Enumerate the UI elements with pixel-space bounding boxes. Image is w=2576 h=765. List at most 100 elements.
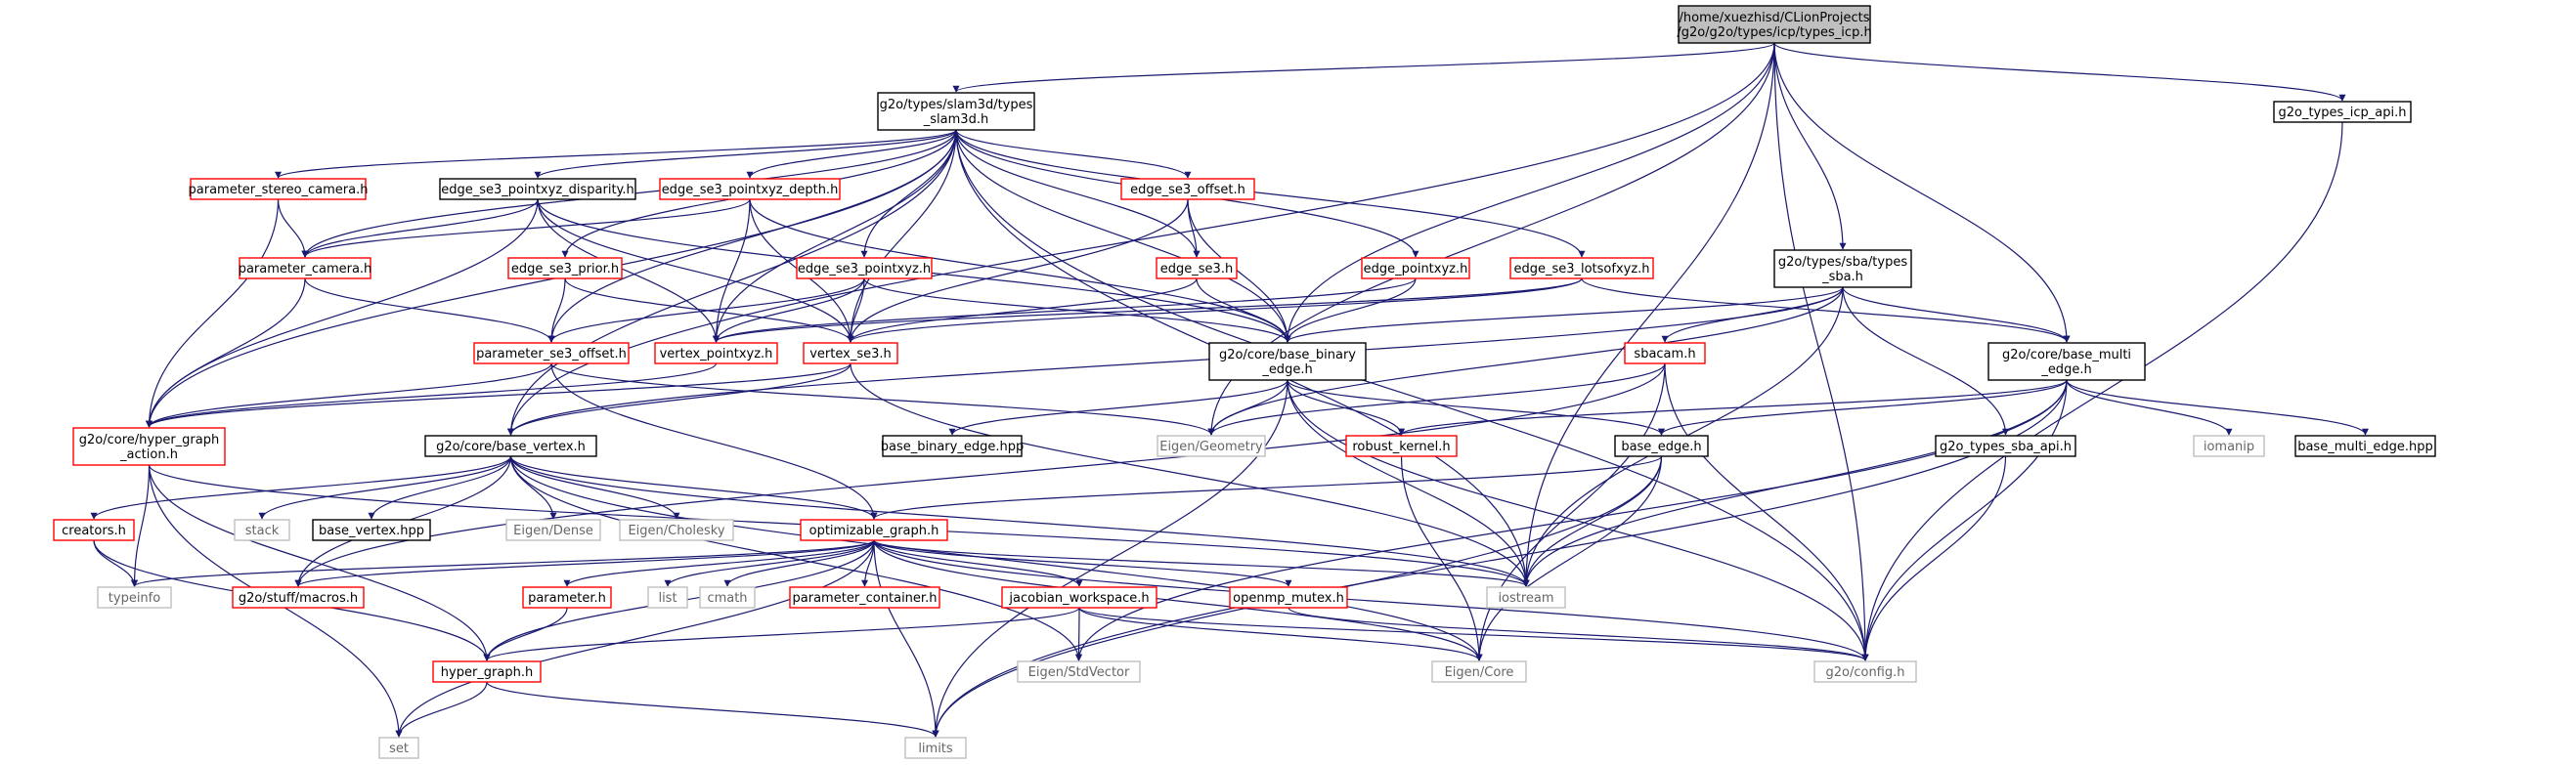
node-openmp[interactable]: openmp_mutex.h (1229, 586, 1348, 609)
node-base-multi-hpp[interactable]: base_multi_edge.hpp (2294, 435, 2436, 457)
node-jacobian[interactable]: jacobian_workspace.h (1001, 586, 1157, 609)
edge-sba_api-to-config (1861, 455, 2007, 661)
edge-slam3d-to-base_vertex (507, 129, 957, 436)
edge-edge_depth-to-param_camera (301, 198, 751, 258)
node-vertex-se3[interactable]: vertex_se3.h (803, 342, 898, 364)
node-label: base_binary_edge.hpp (881, 440, 1024, 454)
node-edge-lotsof[interactable]: edge_se3_lotsofxyz.h (1509, 257, 1654, 279)
node-param-offset[interactable]: parameter_se3_offset.h (473, 342, 630, 364)
node-vertex-pointxyz[interactable]: vertex_pointxyz.h (654, 342, 778, 364)
edge-edge_lotsof-to-vertex_pointxyz (713, 277, 1583, 343)
edge-param_stereo-to-hyper_action (146, 198, 280, 428)
node-hyper-graph[interactable]: hyper_graph.h (432, 660, 542, 683)
node-icp-api[interactable]: g2o_types_icp_api.h (2273, 101, 2412, 123)
node-box (507, 257, 623, 279)
node-base-binary-hpp[interactable]: base_binary_edge.hpp (881, 435, 1024, 457)
edge-parameter-to-hyper_graph (483, 607, 568, 661)
node-list[interactable]: list (647, 586, 688, 609)
node-cmath[interactable]: cmath (699, 586, 756, 609)
node-root[interactable]: /home/xuezhisd/CLionProjects/g2o/g2o/typ… (1677, 5, 1872, 44)
node-creators[interactable]: creators.h (53, 519, 135, 541)
node-limits[interactable]: limits (904, 737, 967, 759)
node-edge-depth[interactable]: edge_se3_pointxyz_depth.h (659, 178, 841, 200)
node-base-edge[interactable]: base_edge.h (1614, 435, 1709, 457)
node-label: stack (245, 524, 280, 538)
node-label: robust_kernel.h (1352, 440, 1450, 454)
node-set[interactable]: set (378, 737, 419, 759)
node-robust-kernel[interactable]: robust_kernel.h (1345, 435, 1458, 457)
node-label: /g2o/g2o/types/icp/types_icp.h (1677, 25, 1871, 40)
node-box (796, 257, 933, 279)
node-hyper-action[interactable]: g2o/core/hyper_graph_action.h (72, 427, 226, 466)
node-iostream[interactable]: iostream (1486, 586, 1566, 609)
node-param-stereo[interactable]: parameter_stereo_camera.h (189, 178, 369, 200)
node-label: edge_se3_lotsofxyz.h (1513, 262, 1649, 276)
edge-sbacam-to-macros (294, 362, 1666, 587)
node-base-multi[interactable]: g2o/core/base_multi_edge.h (1987, 342, 2146, 381)
node-slam3d[interactable]: g2o/types/slam3d/types_slam3d.h (877, 92, 1035, 131)
node-eigen-cholesky[interactable]: Eigen/Cholesky (619, 519, 734, 541)
node-parameter[interactable]: parameter.h (522, 586, 612, 609)
edge-base_vertex-to-optimizable (509, 455, 878, 520)
node-box (789, 586, 940, 609)
node-eigen-stdvector[interactable]: Eigen/StdVector (1017, 660, 1141, 683)
node-label: edge_se3_pointxyz_depth.h (662, 183, 839, 197)
node-stack[interactable]: stack (234, 519, 290, 541)
node-eigen-core[interactable]: Eigen/Core (1431, 660, 1527, 683)
node-box (1157, 435, 1266, 457)
node-edge-pointxyz[interactable]: edge_pointxyz.h (1361, 257, 1470, 279)
edge-edge_lotsof-to-vertex_se3 (847, 277, 1583, 343)
node-sba-api[interactable]: g2o_types_sba_api.h (1935, 435, 2076, 457)
node-label: iomanip (2204, 440, 2254, 454)
edge-root-to-base_multi (1773, 42, 2071, 343)
edge-creators-to-typeinfo (93, 539, 138, 587)
edge-optimizable-to-typeinfo (131, 539, 875, 587)
edge-slam3d-to-edge_pointxyz3 (860, 129, 957, 258)
node-edge-prior[interactable]: edge_se3_prior.h (507, 257, 623, 279)
node-box (1017, 660, 1141, 683)
node-label: limits (918, 742, 953, 756)
node-label: vertex_se3.h (809, 347, 892, 361)
node-sbacam[interactable]: sbacam.h (1624, 342, 1706, 364)
node-config[interactable]: g2o/config.h (1813, 660, 1917, 683)
node-param-container[interactable]: parameter_container.h (789, 586, 940, 609)
edge-base_edge-to-eigen_core (1475, 455, 1663, 661)
node-sba[interactable]: g2o/types/sba/types_sba.h (1773, 249, 1912, 288)
node-edge-pointxyz3[interactable]: edge_se3_pointxyz.h (796, 257, 933, 279)
node-macros[interactable]: g2o/stuff/macros.h (232, 586, 365, 609)
edge-sba-to-sbacam (1661, 286, 1844, 343)
edge-base_binary-to-robust_kernel (1287, 379, 1405, 436)
node-label: Eigen/Cholesky (628, 524, 724, 538)
node-edge-se3[interactable]: edge_se3.h (1156, 257, 1238, 279)
node-typeinfo[interactable]: typeinfo (97, 586, 172, 609)
node-base-vertex[interactable]: g2o/core/base_vertex.h (424, 435, 597, 457)
edge-sbacam-to-config (1664, 362, 1869, 661)
edge-param_stereo-to-param_camera (277, 198, 309, 258)
edge-sba-to-base_vertex (507, 286, 1844, 436)
node-label: jacobian_workspace.h (1008, 591, 1149, 606)
edge-base_multi-to-base_edge (1658, 379, 2068, 436)
node-base-vertex-hpp[interactable]: base_vertex.hpp (312, 519, 431, 541)
node-param-camera[interactable]: parameter_camera.h (239, 257, 372, 279)
node-label: g2o/core/base_binary (1219, 348, 1356, 362)
node-iomanip[interactable]: iomanip (2193, 435, 2265, 457)
node-edge-disp[interactable]: edge_se3_pointxyz_disparity.h (439, 178, 636, 200)
node-box (654, 342, 778, 364)
node-box (2193, 435, 2265, 457)
edge-base_vertex-to-eigen_stdvector (509, 455, 1082, 661)
node-label: edge_se3_pointxyz_disparity.h (441, 183, 634, 197)
node-box (1486, 586, 1566, 609)
edge-root-to-iostream (1522, 42, 1775, 587)
edge-base_binary-to-limits (932, 379, 1288, 738)
node-box (190, 178, 367, 200)
node-box (522, 586, 612, 609)
edge-edge_pointxyz3-to-param_offset (547, 277, 865, 343)
edge-icp_api-to-config (1861, 121, 2343, 661)
edge-edge_pointxyz-to-base_binary (1284, 277, 1417, 343)
node-optimizable[interactable]: optimizable_graph.h (800, 519, 948, 541)
node-eigen-geometry[interactable]: Eigen/Geometry (1157, 435, 1266, 457)
node-eigen-dense[interactable]: Eigen/Dense (505, 519, 601, 541)
node-edge-offset[interactable]: edge_se3_offset.h (1120, 178, 1255, 200)
node-base-binary[interactable]: g2o/core/base_binary_edge.h (1208, 342, 1367, 381)
node-box (647, 586, 688, 609)
